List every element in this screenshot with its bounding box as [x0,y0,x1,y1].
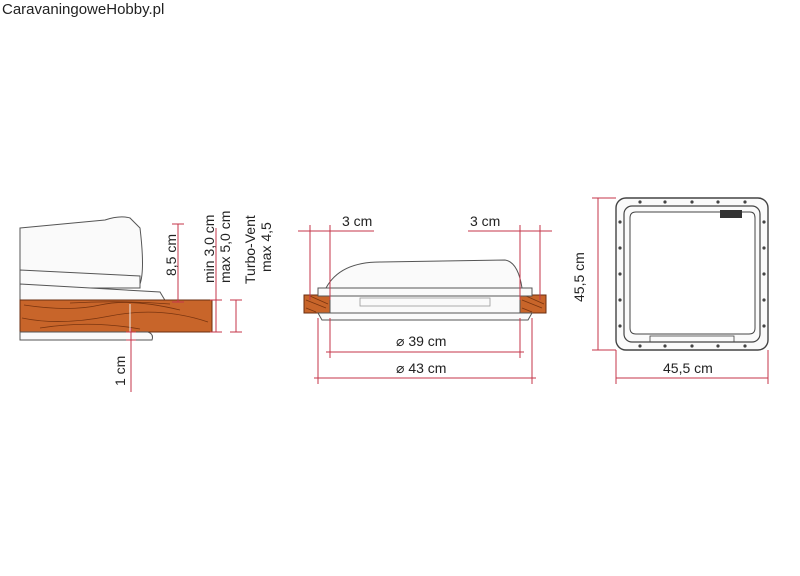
inner-frame-flange [19,331,153,341]
screw-hole [618,246,622,250]
screw-hole [638,344,642,348]
brand-badge [720,210,742,218]
roof-wood-section [19,299,213,333]
screw-hole [618,272,622,276]
screw-hole [690,200,694,204]
top-view: 45,5 cm 45,5 cm [571,197,769,384]
outer-diameter-label: ⌀ 43 cm [396,360,446,376]
screw-hole [663,200,667,204]
top-view-width-label: 45,5 cm [663,360,713,376]
right-gap-label: 3 cm [470,213,500,229]
screw-hole [663,344,667,348]
screw-hole [618,220,622,224]
wood-grain [21,301,209,330]
turbo-label-1: Turbo-Vent [242,215,258,284]
vent-flyscreen-front [359,297,491,307]
turbo-label-2: max 4,5 [258,222,274,272]
screw-hole [716,200,720,204]
roof-thickness-label-min: min 3,0 cm [201,215,217,283]
screw-hole [762,272,766,276]
screw-hole [743,344,747,348]
screw-hole [638,200,642,204]
roof-thickness-label-max: max 5,0 cm [217,211,233,283]
inner-frame-front [317,312,533,321]
height-label: 8,5 cm [163,234,179,276]
watermark-text: CaravaningoweHobby.pl [2,1,165,18]
screw-hole [762,324,766,328]
front-section-view: 3 cm 3 cm ⌀ 39 cm ⌀ 43 cm [298,213,552,384]
inner-diameter-label: ⌀ 39 cm [396,333,446,349]
vent-glass-top [629,211,756,335]
flange-label: 1 cm [112,356,128,386]
screw-hole [618,324,622,328]
top-view-height-label: 45,5 cm [571,252,587,302]
left-gap-label: 3 cm [342,213,372,229]
screw-holes [618,200,766,348]
vent-dome-side [19,216,143,285]
screw-hole [618,298,622,302]
screw-hole [762,298,766,302]
screw-hole [743,200,747,204]
vent-frame-front [317,287,533,297]
screw-hole [762,246,766,250]
latch-bottom [649,335,735,343]
vent-dome-front [325,259,523,289]
screw-hole [762,220,766,224]
screw-hole [716,344,720,348]
wood-grain-right [521,295,545,313]
side-section-view: 8,5 cm min 3,0 cm max 5,0 cm Turbo-Vent … [19,211,274,392]
vent-dome-base [19,269,141,289]
screw-hole [690,344,694,348]
wood-grain-left [305,295,329,313]
